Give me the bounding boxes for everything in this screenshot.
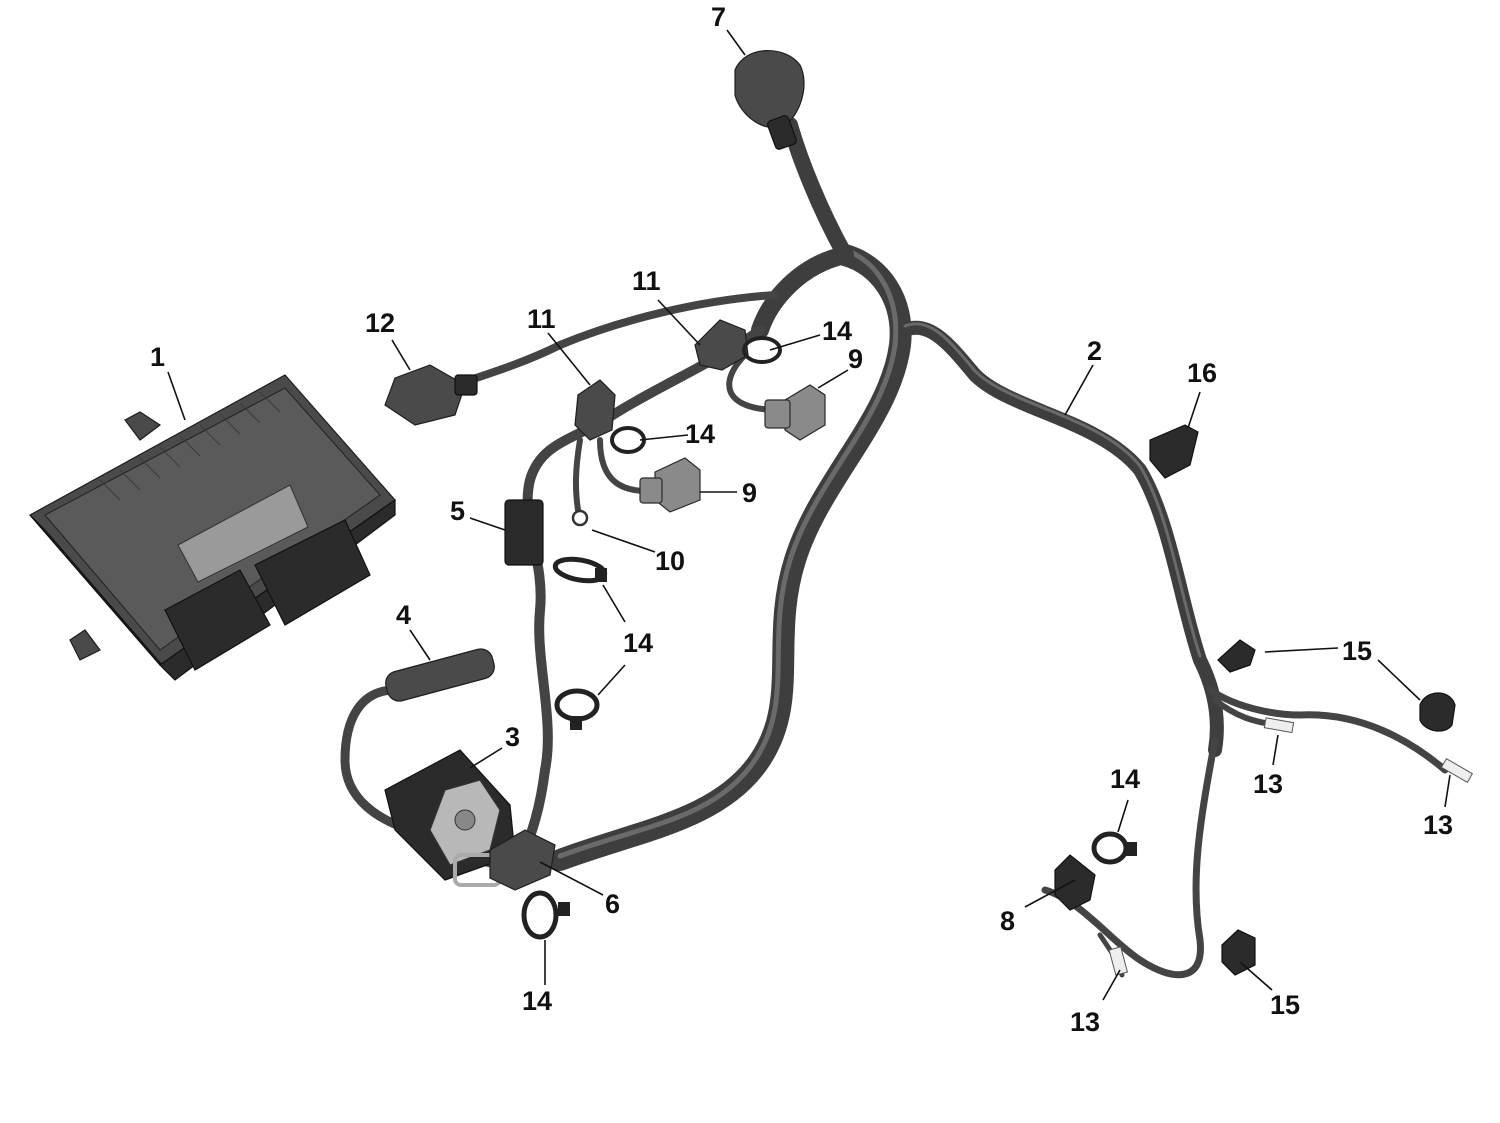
callout-14-bottom: 14 (522, 986, 552, 1016)
connector-12 (384, 364, 478, 426)
callout-13-mid: 13 (1253, 769, 1283, 799)
callout-6: 6 (605, 889, 620, 919)
leader-lines (167, 29, 1451, 1001)
callout-4: 4 (396, 600, 411, 630)
callout-15-lower: 15 (1270, 990, 1300, 1020)
callout-15-upper: 15 (1342, 636, 1372, 666)
cable-tie-14-installed-1 (610, 426, 646, 454)
component-3 (384, 749, 516, 887)
callout-2: 2 (1087, 336, 1102, 366)
callout-16: 16 (1187, 358, 1217, 388)
callout-14-right: 14 (1110, 764, 1140, 794)
connector-6 (489, 829, 556, 891)
terminal-13-bottom (1108, 946, 1129, 976)
sensor-4 (385, 648, 495, 702)
terminal-13-right (1440, 757, 1474, 784)
callout-8: 8 (1000, 906, 1015, 936)
cable-tie-14-loose-4 (1091, 831, 1137, 865)
callout-11-right: 11 (632, 266, 661, 296)
callout-7: 7 (711, 2, 726, 32)
callout-13-bottom: 13 (1070, 1007, 1100, 1037)
callout-1: 1 (150, 342, 165, 372)
callout-11-left: 11 (527, 304, 556, 334)
callout-14-top-right: 14 (822, 316, 852, 346)
grommet-15-lower (1221, 929, 1256, 976)
grommet-15-right (1419, 692, 1456, 732)
terminal-13-mid (1263, 717, 1295, 734)
cable-tie-14-loose-1 (552, 556, 608, 584)
cable-tie-14-installed-2 (742, 336, 782, 364)
callout-14-loose-1: 14 (623, 628, 653, 658)
callout-labels: 1 2 3 4 5 6 7 8 9 9 10 11 11 12 13 13 13… (150, 2, 1453, 1037)
callout-9-upper: 9 (848, 344, 863, 374)
connector-11-left (574, 379, 616, 441)
callout-10: 10 (655, 546, 685, 576)
connector-7 (734, 50, 805, 150)
ring-terminal-10 (571, 509, 589, 527)
callout-9-lower: 9 (742, 478, 757, 508)
callout-12: 12 (365, 308, 395, 338)
cable-tie-14-loose-3 (521, 890, 570, 940)
connector-9-lower (639, 457, 701, 513)
clip-8 (1054, 854, 1096, 911)
connector-9-upper (764, 384, 826, 441)
callout-14-mid: 14 (685, 419, 715, 449)
callout-5: 5 (450, 496, 465, 526)
ecm-module (29, 374, 396, 681)
cable-tie-14-loose-2 (554, 688, 600, 730)
grommet-15-upper (1217, 639, 1256, 673)
component-16 (1149, 424, 1199, 479)
callout-3: 3 (505, 722, 520, 752)
callout-13-right: 13 (1423, 810, 1453, 840)
connector-5 (504, 499, 544, 566)
